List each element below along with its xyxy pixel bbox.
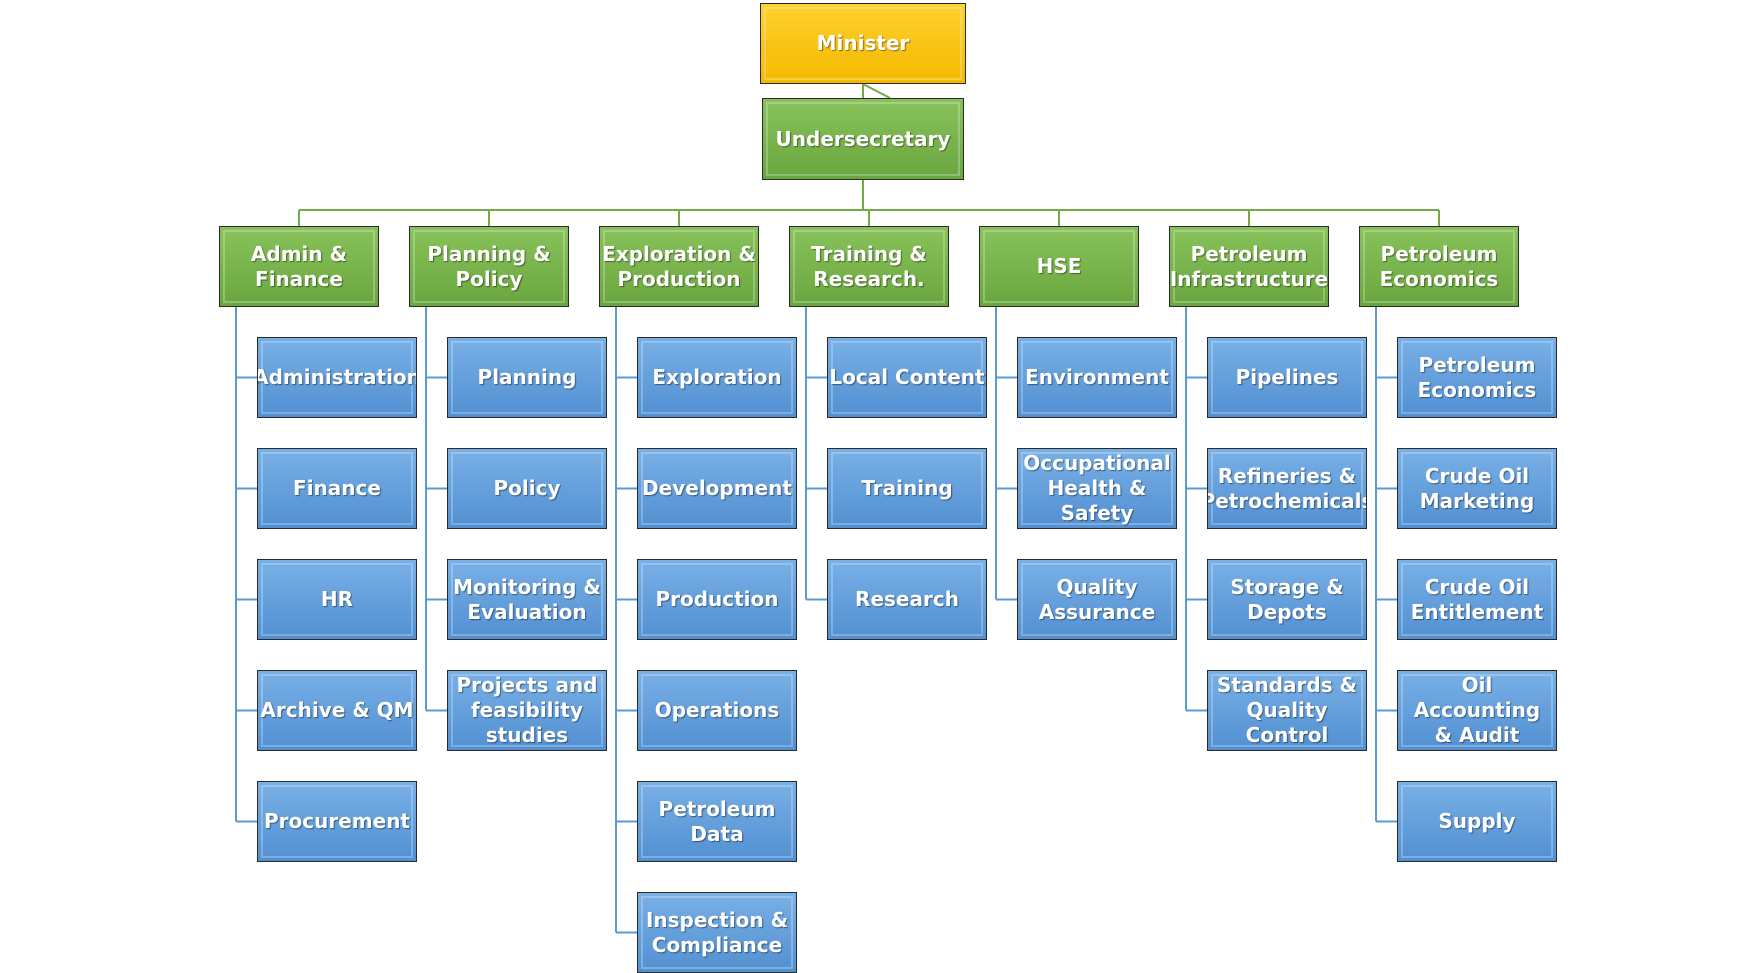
unit-archive-qm[interactable]: Archive & QM — [257, 670, 417, 751]
dept-planning-policy[interactable]: Planning & Policy — [409, 226, 569, 307]
unit-projects-and-feasibility-studies-label: Projects and feasibility studies — [456, 673, 598, 747]
unit-administration[interactable]: Administration — [257, 337, 417, 418]
minister-label: Minister — [816, 31, 910, 55]
unit-petroleum-data-label: Petroleum Data — [658, 796, 776, 846]
unit-inspection-compliance-label: Inspection & Compliance — [645, 907, 789, 957]
unit-operations-label: Operations — [654, 698, 780, 722]
unit-planning[interactable]: Planning — [447, 337, 607, 418]
unit-projects-and-feasibility-studies[interactable]: Projects and feasibility studies — [447, 670, 607, 751]
dept-training-research[interactable]: Training & Research. — [789, 226, 949, 307]
unit-quality-assurance-label: Quality Assurance — [1038, 574, 1156, 624]
unit-occupational-health-safety[interactable]: Occupational Health & Safety — [1017, 448, 1177, 529]
unit-environment-label: Environment — [1025, 365, 1169, 389]
unit-petroleum-data[interactable]: Petroleum Data — [637, 781, 797, 862]
unit-crude-oil-marketing[interactable]: Crude Oil Marketing — [1397, 448, 1557, 529]
unit-refineries-petrochemicals-label: Refineries & Petrochemicals — [1207, 463, 1367, 513]
unit-policy[interactable]: Policy — [447, 448, 607, 529]
connector-line — [862, 83, 891, 99]
unit-crude-oil-entitlement[interactable]: Crude Oil Entitlement — [1397, 559, 1557, 640]
unit-development[interactable]: Development — [637, 448, 797, 529]
unit-storage-depots[interactable]: Storage & Depots — [1207, 559, 1367, 640]
unit-finance-label: Finance — [293, 476, 381, 500]
unit-environment[interactable]: Environment — [1017, 337, 1177, 418]
unit-petroleum-economics-label: Petroleum Economics — [1417, 352, 1537, 402]
unit-planning-label: Planning — [477, 365, 577, 389]
unit-development-label: Development — [642, 476, 792, 500]
dept-hse-label: HSE — [1036, 254, 1082, 278]
unit-storage-depots-label: Storage & Depots — [1230, 574, 1344, 624]
unit-exploration-label: Exploration — [652, 365, 782, 389]
unit-quality-assurance[interactable]: Quality Assurance — [1017, 559, 1177, 640]
unit-procurement[interactable]: Procurement — [257, 781, 417, 862]
unit-training-label: Training — [861, 476, 953, 500]
unit-archive-qm-label: Archive & QM — [260, 698, 414, 722]
dept-hse[interactable]: HSE — [979, 226, 1139, 307]
unit-local-content-label: Local Content — [829, 365, 985, 389]
unit-production-label: Production — [655, 587, 779, 611]
unit-production[interactable]: Production — [637, 559, 797, 640]
unit-procurement-label: Procurement — [264, 809, 410, 833]
unit-petroleum-economics[interactable]: Petroleum Economics — [1397, 337, 1557, 418]
unit-exploration[interactable]: Exploration — [637, 337, 797, 418]
unit-supply-label: Supply — [1438, 809, 1516, 833]
unit-oil-accounting-audit-label: Oil Accounting & Audit — [1413, 673, 1541, 747]
unit-crude-oil-marketing-label: Crude Oil Marketing — [1419, 463, 1535, 513]
dept-exploration-production-label: Exploration & Production — [602, 241, 756, 291]
dept-admin-finance[interactable]: Admin & Finance — [219, 226, 379, 307]
unit-pipelines-label: Pipelines — [1235, 365, 1339, 389]
unit-monitoring-evaluation-label: Monitoring & Evaluation — [453, 574, 601, 624]
unit-occupational-health-safety-label: Occupational Health & Safety — [1023, 451, 1171, 525]
unit-pipelines[interactable]: Pipelines — [1207, 337, 1367, 418]
unit-supply[interactable]: Supply — [1397, 781, 1557, 862]
dept-planning-policy-label: Planning & Policy — [427, 241, 551, 291]
unit-standards-quality-control-label: Standards & Quality Control — [1217, 673, 1357, 747]
unit-research-label: Research — [855, 587, 959, 611]
unit-research[interactable]: Research — [827, 559, 987, 640]
unit-refineries-petrochemicals[interactable]: Refineries & Petrochemicals — [1207, 448, 1367, 529]
dept-training-research-label: Training & Research. — [811, 241, 927, 291]
undersecretary-label: Undersecretary — [775, 126, 951, 151]
unit-finance[interactable]: Finance — [257, 448, 417, 529]
undersecretary-box[interactable]: Undersecretary — [762, 98, 964, 180]
unit-crude-oil-entitlement-label: Crude Oil Entitlement — [1410, 574, 1544, 624]
unit-local-content[interactable]: Local Content — [827, 337, 987, 418]
minister-box[interactable]: Minister — [760, 3, 966, 84]
unit-operations[interactable]: Operations — [637, 670, 797, 751]
dept-petroleum-economics[interactable]: Petroleum Economics — [1359, 226, 1519, 307]
dept-exploration-production[interactable]: Exploration & Production — [599, 226, 759, 307]
unit-hr[interactable]: HR — [257, 559, 417, 640]
dept-petroleum-economics-label: Petroleum Economics — [1379, 241, 1499, 291]
unit-administration-label: Administration — [257, 365, 417, 389]
unit-inspection-compliance[interactable]: Inspection & Compliance — [637, 892, 797, 973]
dept-petroleum-infrastructure-label: Petroleum Infrastructure — [1169, 241, 1329, 291]
dept-petroleum-infrastructure[interactable]: Petroleum Infrastructure — [1169, 226, 1329, 307]
unit-monitoring-evaluation[interactable]: Monitoring & Evaluation — [447, 559, 607, 640]
unit-hr-label: HR — [320, 587, 354, 611]
unit-policy-label: Policy — [493, 476, 561, 500]
unit-training[interactable]: Training — [827, 448, 987, 529]
unit-standards-quality-control[interactable]: Standards & Quality Control — [1207, 670, 1367, 751]
unit-oil-accounting-audit[interactable]: Oil Accounting & Audit — [1397, 670, 1557, 751]
dept-admin-finance-label: Admin & Finance — [250, 241, 348, 291]
